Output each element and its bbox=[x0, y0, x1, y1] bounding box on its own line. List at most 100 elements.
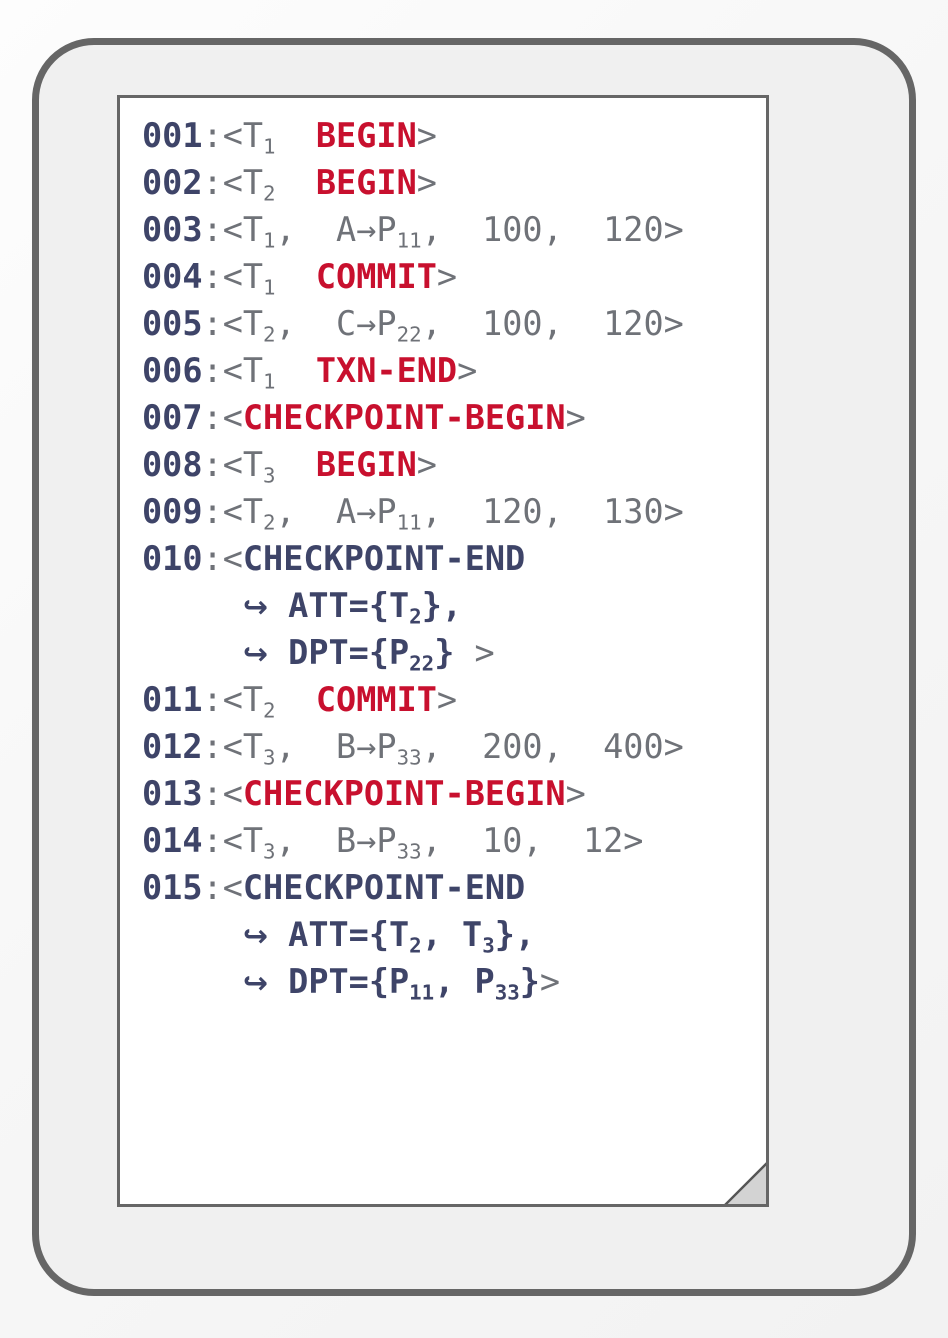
record-values: , 200, 400 bbox=[421, 727, 664, 766]
log-line-separator: : bbox=[202, 257, 223, 296]
transaction-id: T bbox=[242, 210, 264, 249]
open-bracket: < bbox=[222, 257, 243, 296]
record-values: , 10, 12 bbox=[421, 821, 624, 860]
transaction-id-subscript: 2 bbox=[263, 698, 276, 723]
close-bracket: > bbox=[663, 304, 684, 343]
log-line-number: 006 bbox=[142, 351, 203, 390]
spacer bbox=[276, 680, 316, 719]
log-line-number: 015 bbox=[142, 868, 203, 907]
maps-to-arrow-icon: → bbox=[356, 304, 377, 343]
log-line-number: 008 bbox=[142, 445, 203, 484]
close-bracket: > bbox=[474, 633, 495, 672]
transaction-id-subscript: 1 bbox=[263, 275, 276, 300]
transaction-id-subscript: 2 bbox=[263, 510, 276, 535]
log-line-number: 012 bbox=[142, 727, 203, 766]
log-line: 002:<T2 BEGIN> bbox=[142, 159, 766, 206]
log-line-separator: : bbox=[202, 539, 223, 578]
transaction-id-subscript: 3 bbox=[263, 839, 276, 864]
continuation-subscript: 2 bbox=[409, 604, 422, 629]
log-keyword: CHECKPOINT-BEGIN bbox=[242, 774, 566, 813]
open-bracket: < bbox=[222, 163, 243, 202]
close-bracket: > bbox=[663, 210, 684, 249]
continuation-subscript: 11 bbox=[409, 980, 435, 1005]
transaction-id-subscript: 3 bbox=[263, 745, 276, 770]
open-bracket: < bbox=[222, 680, 243, 719]
folded-page-corner-icon bbox=[724, 1162, 766, 1204]
log-line-separator: : bbox=[202, 351, 223, 390]
close-bracket: > bbox=[565, 774, 586, 813]
maps-to-arrow-icon: → bbox=[356, 727, 377, 766]
continuation-mid: , T bbox=[421, 915, 483, 954]
close-bracket: > bbox=[457, 351, 478, 390]
log-keyword: CHECKPOINT-BEGIN bbox=[242, 398, 566, 437]
continuation-tail: }, bbox=[421, 586, 463, 625]
transaction-id: T bbox=[242, 351, 264, 390]
continuation-mid: , P bbox=[434, 962, 495, 1001]
open-bracket: < bbox=[222, 304, 243, 343]
transaction-id-subscript: 1 bbox=[263, 134, 276, 159]
log-line-number: 005 bbox=[142, 304, 203, 343]
transaction-id: T bbox=[242, 257, 264, 296]
log-line: 014:<T3, B→P33, 10, 12> bbox=[142, 817, 766, 864]
close-bracket: > bbox=[663, 492, 684, 531]
continuation-subscript-2: 3 bbox=[482, 933, 495, 958]
log-continuation-line: ↪ ATT={T2}, bbox=[142, 582, 766, 629]
spacer bbox=[276, 163, 316, 202]
log-line-number: 007 bbox=[142, 398, 203, 437]
log-line: 009:<T2, A→P11, 120, 130> bbox=[142, 488, 766, 535]
continuation-tail: } bbox=[519, 962, 540, 1001]
open-bracket: < bbox=[222, 351, 243, 390]
record-field: , C bbox=[275, 304, 357, 343]
log-line-separator: : bbox=[202, 163, 223, 202]
page-id-subscript: 33 bbox=[396, 839, 422, 864]
indent-spacer bbox=[142, 586, 243, 625]
page-id: P bbox=[376, 210, 397, 249]
log-line-separator: : bbox=[202, 304, 223, 343]
maps-to-arrow-icon: → bbox=[356, 821, 377, 860]
transaction-id: T bbox=[242, 727, 264, 766]
transaction-id-subscript: 1 bbox=[263, 228, 276, 253]
log-line-separator: : bbox=[202, 492, 223, 531]
page-id-subscript: 22 bbox=[396, 322, 422, 347]
record-field: , B bbox=[275, 727, 357, 766]
hooked-right-arrow-icon: ↪ bbox=[242, 966, 268, 1001]
open-bracket: < bbox=[222, 821, 243, 860]
open-bracket: < bbox=[222, 116, 243, 155]
transaction-id-subscript: 3 bbox=[263, 463, 276, 488]
open-bracket: < bbox=[222, 445, 243, 484]
close-bracket: > bbox=[565, 398, 586, 437]
log-line-separator: : bbox=[202, 445, 223, 484]
log-line: 006:<T1 TXN-END> bbox=[142, 347, 766, 394]
transaction-id-subscript: 2 bbox=[263, 322, 276, 347]
log-line-number: 009 bbox=[142, 492, 203, 531]
log-keyword: BEGIN bbox=[315, 116, 417, 155]
close-bracket: > bbox=[416, 163, 437, 202]
continuation-label: DPT={P bbox=[267, 962, 410, 1001]
log-line-number: 010 bbox=[142, 539, 203, 578]
log-line-number: 001 bbox=[142, 116, 203, 155]
log-continuation-line: ↪ ATT={T2, T3}, bbox=[142, 911, 766, 958]
maps-to-arrow-icon: → bbox=[356, 210, 377, 249]
indent-spacer bbox=[142, 915, 243, 954]
log-continuation-line: ↪ DPT={P22} > bbox=[142, 629, 766, 676]
open-bracket: < bbox=[222, 210, 243, 249]
continuation-tail: }, bbox=[494, 915, 536, 954]
log-line-separator: : bbox=[202, 680, 223, 719]
transaction-id-subscript: 2 bbox=[263, 181, 276, 206]
log-line-separator: : bbox=[202, 821, 223, 860]
transaction-id-subscript: 1 bbox=[263, 369, 276, 394]
log-line-separator: : bbox=[202, 210, 223, 249]
log-lines-container: 001:<T1 BEGIN>002:<T2 BEGIN>003:<T1, A→P… bbox=[142, 112, 766, 1005]
indent-spacer bbox=[142, 633, 243, 672]
log-line-number: 003 bbox=[142, 210, 203, 249]
record-values: , 100, 120 bbox=[421, 210, 664, 249]
transaction-id: T bbox=[242, 492, 264, 531]
close-bracket: > bbox=[436, 680, 458, 719]
open-bracket: < bbox=[222, 398, 243, 437]
log-card: 001:<T1 BEGIN>002:<T2 BEGIN>003:<T1, A→P… bbox=[32, 38, 916, 1296]
record-values: , 100, 120 bbox=[421, 304, 664, 343]
close-bracket: > bbox=[436, 257, 458, 296]
open-bracket: < bbox=[222, 492, 243, 531]
log-line-separator: : bbox=[202, 727, 223, 766]
log-line-number: 002 bbox=[142, 163, 203, 202]
